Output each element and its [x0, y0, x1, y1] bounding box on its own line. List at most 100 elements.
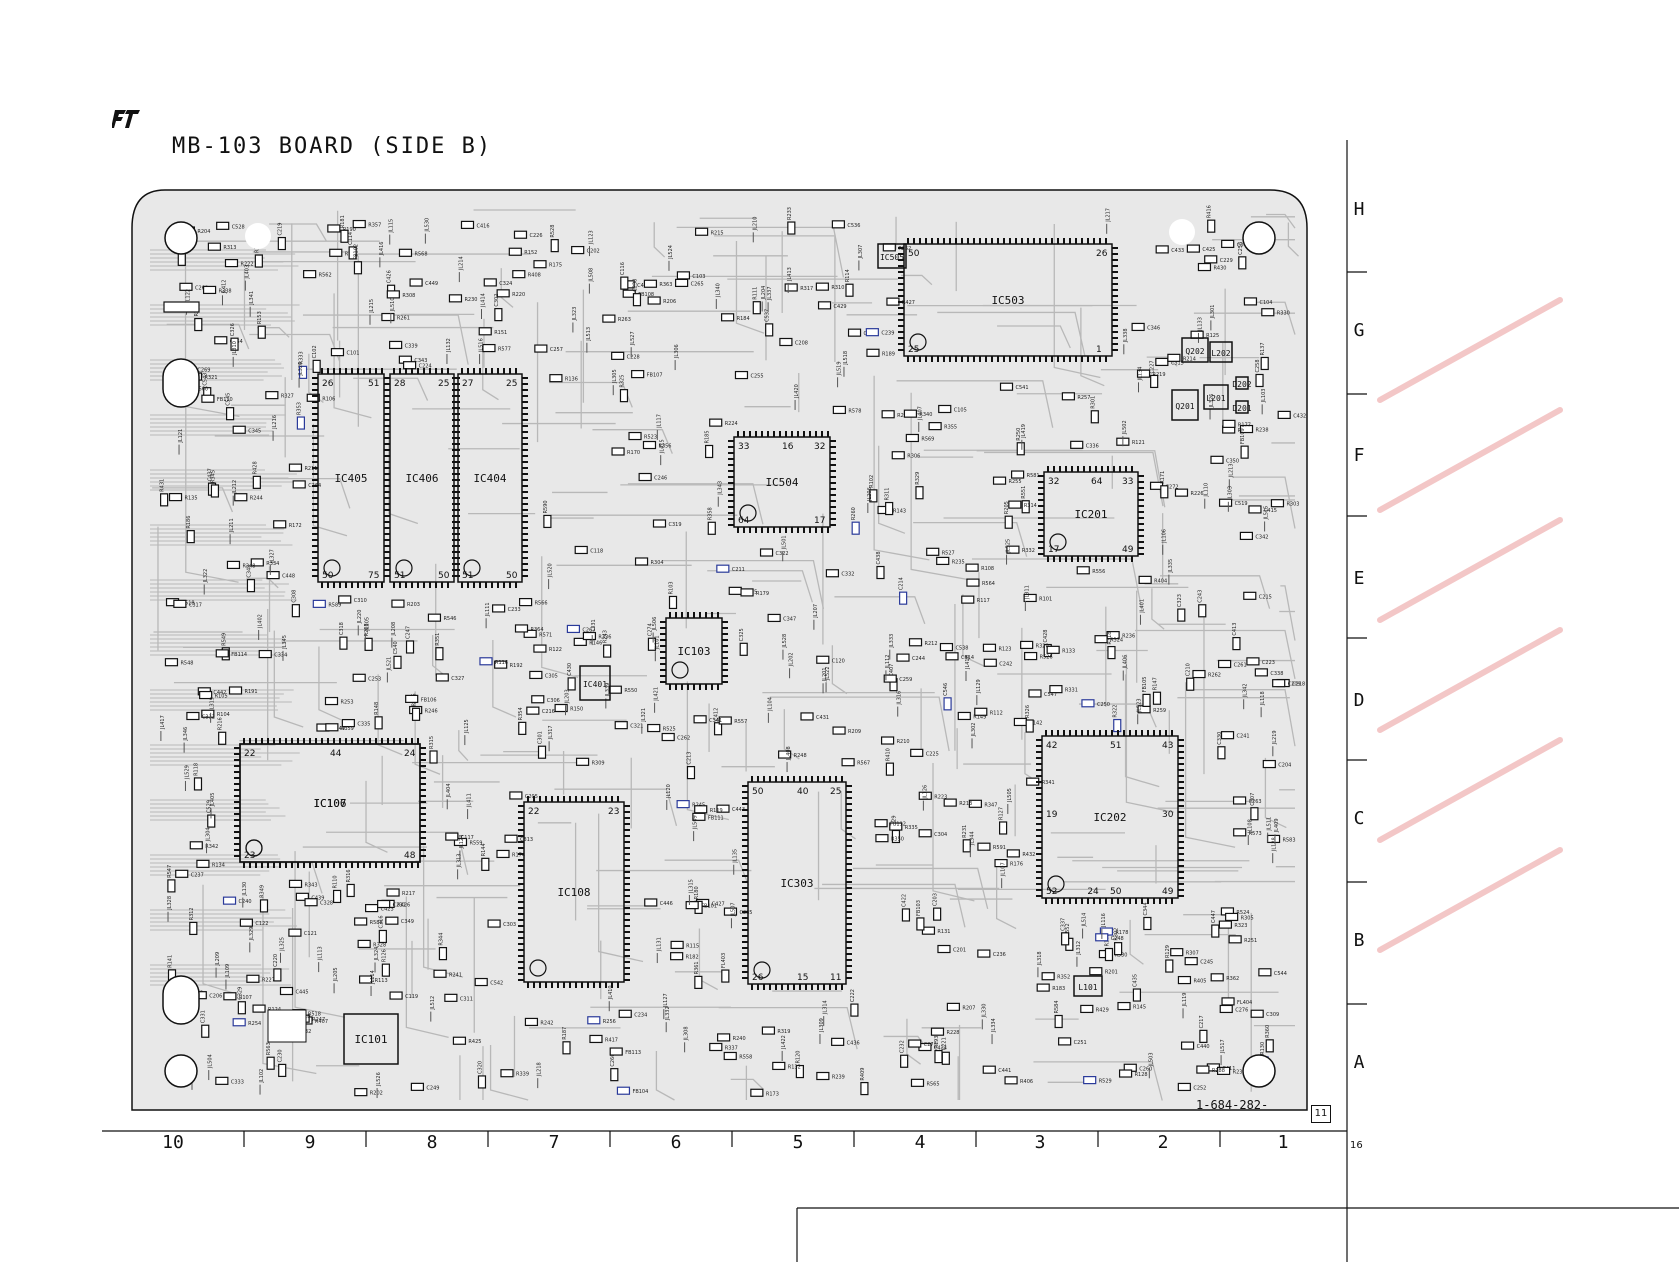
component-r190: R190	[327, 224, 356, 233]
component-pad	[352, 219, 366, 229]
component-r316: R316	[346, 869, 355, 898]
component-pad	[1036, 983, 1050, 992]
component-pad	[438, 947, 448, 961]
component-jl217: JL217	[1106, 208, 1112, 234]
component-pad	[693, 715, 707, 724]
component-c121: C121	[288, 928, 317, 937]
component-jl420: JL420	[794, 384, 800, 410]
pin-number: 26	[752, 973, 764, 983]
component-c248: C248	[1095, 933, 1124, 942]
component-pad	[816, 655, 830, 664]
component-label: R417	[605, 1037, 618, 1043]
pin-number: 64	[738, 516, 750, 526]
component-jl220: JL220	[357, 610, 363, 636]
component-c246: C246	[638, 472, 667, 482]
component-pad	[1225, 912, 1239, 922]
component-label: C518	[182, 601, 195, 607]
component-jl509: JL509	[693, 815, 699, 842]
component-c317: C317	[173, 599, 202, 608]
component-label: R191	[245, 689, 258, 695]
component-label: R306	[907, 454, 920, 460]
component-c223: C223	[1246, 657, 1275, 666]
component-c119: C119	[389, 991, 418, 1000]
component-r261: R261	[381, 312, 410, 322]
component-r188: R188	[1196, 1065, 1225, 1074]
component-pad	[934, 1049, 943, 1064]
component-label: JL119	[1182, 993, 1188, 1008]
component-pad	[1049, 685, 1063, 694]
component-jl109: JL109	[225, 964, 231, 990]
component-pad	[965, 563, 979, 572]
pcb-trace	[598, 813, 644, 963]
component-label: R583	[1283, 837, 1296, 843]
component-pad	[1167, 353, 1181, 362]
component-pad	[494, 660, 508, 669]
component-pad	[632, 293, 642, 307]
component-label: R305	[1241, 915, 1254, 921]
component-c228: C228	[611, 351, 640, 360]
component-r254: R254	[232, 1018, 261, 1027]
component-r262: R262	[1192, 669, 1221, 679]
component-c201: C201	[937, 944, 966, 954]
pin-number: 44	[330, 749, 342, 759]
mounting-clearance	[245, 223, 271, 249]
component-r363: R363	[643, 279, 672, 288]
component-jl410: JL410	[608, 985, 614, 1012]
component-label: C245	[1200, 960, 1213, 966]
component-label: JL116	[1101, 913, 1107, 928]
chip-d201: D201	[1232, 400, 1252, 414]
component-label: JL419	[1021, 424, 1027, 439]
chip-d202: D202	[1232, 376, 1252, 390]
component-c301: C301	[538, 731, 547, 759]
component-jl334: JL334	[991, 1018, 997, 1045]
component-label: JL515	[1264, 506, 1270, 521]
component-label: R333	[299, 351, 305, 364]
component-label: JL334	[991, 1018, 997, 1033]
slot-hole	[162, 975, 200, 1025]
component-r551: R551	[1021, 486, 1030, 514]
component-fb112: FB112	[874, 819, 906, 828]
component-r317: R317	[784, 283, 813, 292]
component-label: JL311	[1024, 585, 1030, 600]
component-label: R362	[1226, 976, 1239, 982]
component-label: R188	[1212, 1068, 1225, 1074]
component-label: FB106	[421, 697, 437, 703]
component-pad	[723, 1051, 737, 1061]
component-r314: R314	[1008, 500, 1037, 509]
component-label: C259	[899, 677, 912, 683]
component-label: C315	[1171, 360, 1184, 366]
component-jl121: JL121	[178, 429, 184, 455]
component-r227: R227	[246, 974, 275, 983]
grid-column-label: 5	[792, 1132, 804, 1153]
component-label: C117	[461, 835, 474, 841]
component-label: JL305	[612, 369, 618, 384]
component-label: R126	[381, 949, 387, 962]
component-label: JL333	[889, 634, 895, 649]
component-label: C333	[231, 1079, 244, 1085]
component-label: JL318	[1037, 951, 1043, 966]
component-r351: R351	[435, 633, 444, 661]
component-r212: R212	[908, 638, 938, 647]
component-label: C434	[934, 1046, 947, 1052]
component-label: R149	[973, 714, 986, 720]
component-label: R407	[315, 1019, 328, 1025]
component-r107: R107	[223, 992, 252, 1001]
component-label: JL317	[548, 725, 554, 740]
component-jl214: JL214	[458, 256, 464, 283]
chip-label: IC504	[765, 476, 798, 489]
component-pad	[1174, 488, 1189, 497]
pin-number: 25	[506, 379, 517, 389]
component-c544: C544	[1258, 968, 1287, 977]
component-label: C267	[582, 627, 595, 633]
component-jl313: JL313	[457, 854, 463, 880]
component-label: C261	[1234, 662, 1247, 668]
component-c323: C323	[1177, 594, 1186, 622]
component-pad	[676, 800, 690, 809]
component-label: C304	[934, 832, 947, 838]
component-label: JL108	[1247, 819, 1253, 834]
component-label: R341	[1042, 780, 1055, 786]
component-fb109: FB109	[1240, 428, 1249, 459]
component-label: R104	[217, 712, 230, 718]
component-label: C311	[460, 996, 473, 1002]
component-label: C343	[414, 358, 427, 364]
